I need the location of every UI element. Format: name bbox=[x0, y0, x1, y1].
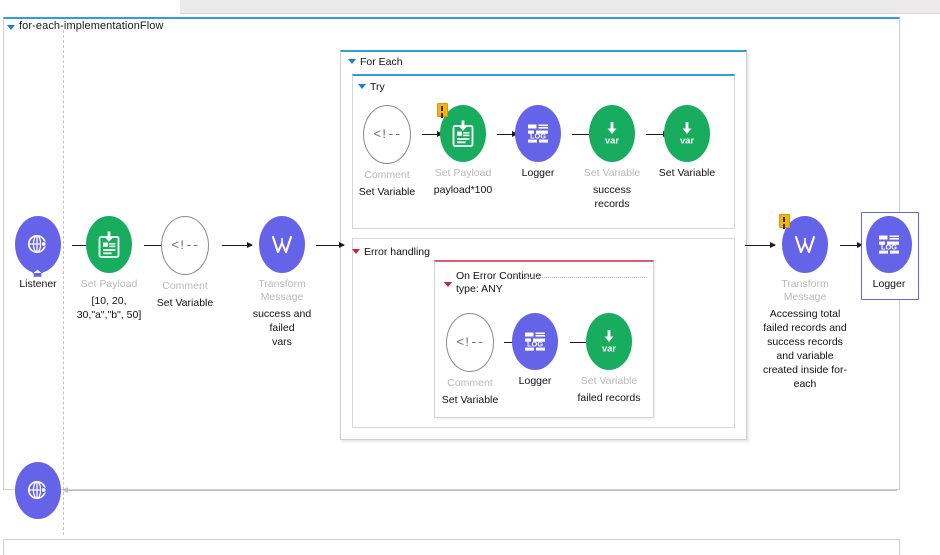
comment-icon[interactable]: <!-- bbox=[161, 216, 209, 275]
on-error-header[interactable]: On Error Continue type: ANY bbox=[444, 270, 541, 296]
logger-icon[interactable]: LOG bbox=[512, 313, 558, 370]
flow-title: for-each-implementationFlow bbox=[19, 20, 164, 32]
node-listener[interactable]: Listener bbox=[0, 216, 76, 291]
node-set-payload-try-desc: payload*100 bbox=[433, 184, 493, 196]
set-variable-icon[interactable]: var bbox=[664, 105, 710, 162]
http-response-icon[interactable] bbox=[15, 462, 61, 519]
node-transform-message-main-desc-1: success and failed bbox=[252, 308, 312, 334]
node-set-variable-success-desc-1: success bbox=[593, 184, 631, 196]
node-comment-main[interactable]: <!-- Comment Set Variable bbox=[147, 216, 223, 310]
connector-arrow bbox=[222, 241, 253, 248]
node-set-variable-success-desc-2: records bbox=[594, 198, 630, 210]
transform-message-icon[interactable] bbox=[779, 214, 828, 273]
node-comment-try-type: Comment bbox=[364, 169, 410, 181]
connector-arrow bbox=[316, 241, 345, 248]
svg-text:LOG: LOG bbox=[527, 339, 543, 348]
node-comment-try-desc: Set Variable bbox=[358, 186, 416, 198]
scope-try-label: Try bbox=[370, 81, 385, 93]
node-set-variable-failed-type: Set Variable bbox=[580, 375, 638, 387]
chevron-down-icon[interactable] bbox=[7, 25, 15, 30]
chevron-down-icon[interactable] bbox=[348, 59, 356, 64]
chevron-down-icon[interactable] bbox=[352, 249, 360, 254]
scope-error-handling-header[interactable]: Error handling bbox=[352, 246, 430, 258]
on-error-dotted-rule bbox=[523, 277, 647, 278]
node-comment-error[interactable]: <!-- Comment Set Variable bbox=[432, 313, 508, 407]
node-response[interactable] bbox=[0, 462, 76, 519]
scope-for-each-label: For Each bbox=[360, 56, 403, 68]
node-logger-right[interactable]: LOG Logger bbox=[851, 216, 927, 291]
comment-icon[interactable]: <!-- bbox=[363, 105, 411, 164]
node-comment-try[interactable]: <!-- Comment Set Variable bbox=[349, 105, 425, 199]
warning-badge-icon bbox=[437, 103, 448, 117]
node-set-payload-try-type: Set Payload bbox=[434, 167, 492, 179]
logger-icon[interactable]: LOG bbox=[515, 105, 561, 162]
set-payload-icon[interactable] bbox=[86, 216, 132, 273]
svg-text:var: var bbox=[602, 342, 616, 353]
node-set-payload-main-type: Set Payload bbox=[80, 278, 138, 290]
warning-badge-icon bbox=[779, 214, 790, 228]
set-variable-icon[interactable]: var bbox=[586, 313, 632, 370]
node-transform-message-right-type: Transform Message bbox=[781, 278, 829, 303]
node-comment-error-desc: Set Variable bbox=[441, 394, 499, 406]
node-set-variable-plain[interactable]: var Set Variable bbox=[649, 105, 725, 180]
node-transform-message-right-desc: Accessing total failed records and succe… bbox=[762, 308, 848, 390]
node-comment-main-desc: Set Variable bbox=[156, 297, 214, 309]
response-return-path bbox=[62, 486, 897, 493]
toolbar-strip bbox=[180, 0, 940, 14]
node-set-payload-try[interactable]: Set Payload payload*100 bbox=[425, 103, 501, 197]
svg-text:LOG: LOG bbox=[881, 242, 897, 251]
node-set-payload-main[interactable]: Set Payload [10, 20, 30,"a","b", 50] bbox=[71, 216, 147, 322]
node-set-variable-success-type: Set Variable bbox=[583, 167, 641, 179]
node-logger-try-type: Logger bbox=[521, 167, 555, 179]
node-transform-message-main-desc-2: vars bbox=[272, 336, 292, 348]
canvas-bottom-frame bbox=[3, 539, 900, 555]
node-set-variable-success[interactable]: var Set Variable success records bbox=[574, 105, 650, 211]
node-transform-message-right[interactable]: Transform Message Accessing total failed… bbox=[763, 214, 847, 391]
error-handling-divider bbox=[352, 238, 735, 239]
node-listener-type: Listener bbox=[19, 278, 57, 290]
scope-for-each-header[interactable]: For Each bbox=[348, 56, 403, 68]
logger-icon[interactable]: LOG bbox=[866, 216, 912, 273]
node-set-variable-failed-desc: failed records bbox=[577, 392, 641, 404]
http-listener-icon[interactable] bbox=[15, 216, 61, 277]
node-transform-message-main-type: Transform Message bbox=[258, 278, 306, 303]
node-set-payload-main-desc-2: 30,"a","b", 50] bbox=[76, 309, 142, 321]
set-variable-icon[interactable]: var bbox=[589, 105, 635, 162]
scope-error-handling-label: Error handling bbox=[364, 246, 430, 258]
svg-text:var: var bbox=[605, 134, 619, 145]
svg-text:LOG: LOG bbox=[530, 131, 546, 140]
node-set-payload-main-desc-1: [10, 20, bbox=[91, 295, 127, 307]
comment-icon[interactable]: <!-- bbox=[446, 313, 494, 372]
on-error-label: On Error Continue bbox=[456, 270, 542, 282]
on-error-type-label: type: ANY bbox=[456, 283, 503, 295]
connector-arrow bbox=[745, 241, 776, 248]
node-comment-main-type: Comment bbox=[162, 280, 208, 292]
source-separator-line bbox=[63, 30, 64, 535]
node-set-variable-plain-type: Set Variable bbox=[658, 167, 716, 179]
node-comment-error-type: Comment bbox=[447, 377, 493, 389]
node-logger-right-type: Logger bbox=[872, 278, 906, 290]
chevron-down-icon[interactable] bbox=[444, 282, 452, 287]
connector-arrow bbox=[840, 241, 863, 248]
node-logger-try[interactable]: LOG Logger bbox=[500, 105, 576, 180]
listener-home-marker-icon bbox=[32, 268, 43, 277]
chevron-down-icon[interactable] bbox=[358, 84, 366, 89]
node-set-variable-failed[interactable]: var Set Variable failed records bbox=[571, 313, 647, 405]
scope-try-header[interactable]: Try bbox=[358, 81, 385, 93]
flow-header[interactable]: for-each-implementationFlow bbox=[7, 20, 164, 32]
node-logger-error-type: Logger bbox=[518, 375, 552, 387]
set-payload-icon[interactable] bbox=[437, 103, 486, 162]
svg-text:var: var bbox=[680, 134, 694, 145]
transform-message-icon[interactable] bbox=[259, 216, 305, 273]
node-transform-message-main[interactable]: Transform Message success and failed var… bbox=[244, 216, 320, 349]
node-logger-error[interactable]: LOG Logger bbox=[497, 313, 573, 388]
